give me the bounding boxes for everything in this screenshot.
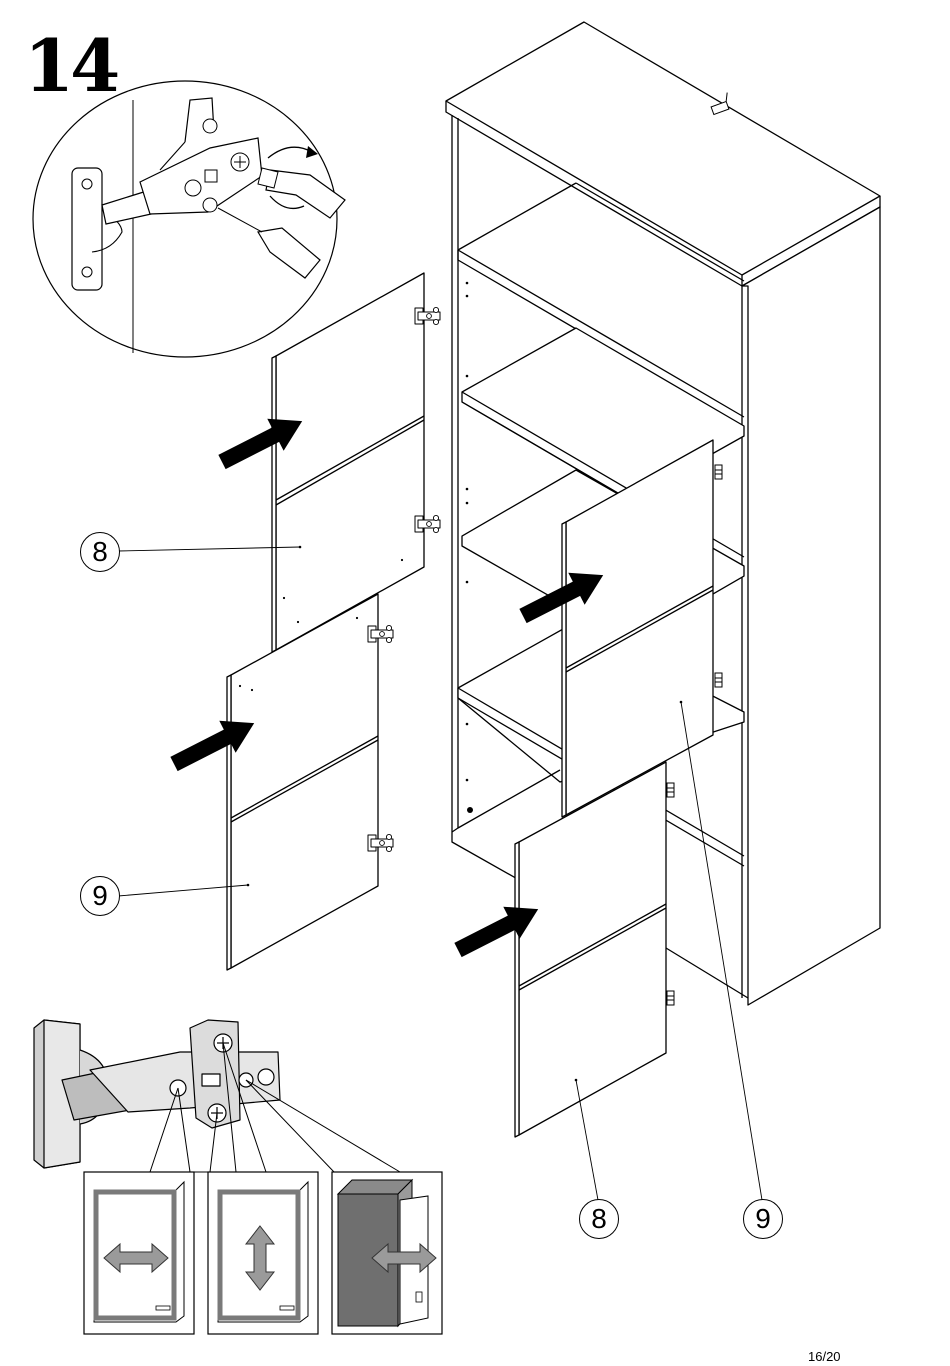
callout-door-bottom-right: 8 (579, 1199, 619, 1239)
hinge-detail-magnifier (33, 81, 345, 357)
hinge-adjustment-detail (34, 1020, 280, 1168)
page-number: 16/20 (808, 1350, 841, 1363)
adjustment-box-depth (332, 1172, 442, 1334)
callout-door-middle-right: 9 (743, 1199, 783, 1239)
door-middle-left (227, 594, 393, 970)
adjustment-box-horizontal (84, 1172, 194, 1334)
callout-door-top-left: 8 (80, 532, 120, 572)
adjustment-box-vertical (208, 1172, 318, 1334)
door-top-left (272, 273, 440, 652)
door-bottom-right (515, 762, 666, 1137)
callout-door-middle-left: 9 (80, 876, 120, 916)
